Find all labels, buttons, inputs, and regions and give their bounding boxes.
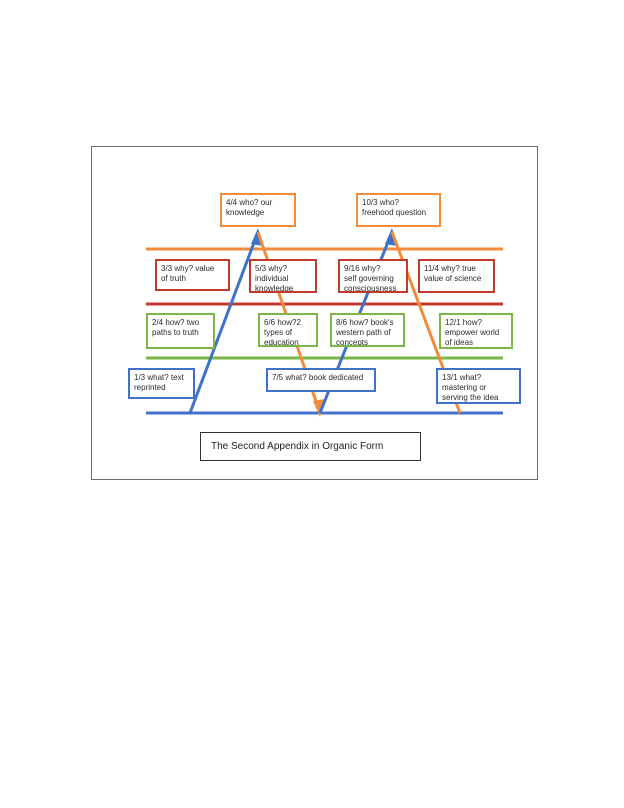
box-3-3-why: 3/3 why? value of truth [155,259,230,291]
box-7-5-what: 7/5 what? book dedicated [266,368,376,392]
box-12-1-how: 12/1 how? empower world of ideas [439,313,513,349]
box-11-4-why: 11/4 why? true value of science [418,259,495,293]
diagram-title: The Second Appendix in Organic Form [200,432,421,461]
descending-arrowhead-1 [313,399,325,417]
diagram-frame [91,146,538,480]
box-9-16-why: 9/16 why? self governing consciousness [338,259,408,293]
box-6-6-how: 6/6 how?2 types of education [258,313,318,347]
ascending-path-1 [188,231,260,414]
box-1-3-what: 1/3 what? text reprinted [128,368,195,399]
box-4-4-who: 4/4 who? our knowledge [220,193,296,227]
box-8-6-how: 8/6 how? book's western path of concepts [330,313,405,347]
box-13-1-what: 13/1 what? mastering or serving the idea [436,368,521,404]
box-10-3-who: 10/3 who? freehood question [356,193,441,227]
box-2-4-how: 2/4 how? two paths to truth [146,313,215,349]
box-5-3-why: 5/3 why? individual knowledge [249,259,317,293]
